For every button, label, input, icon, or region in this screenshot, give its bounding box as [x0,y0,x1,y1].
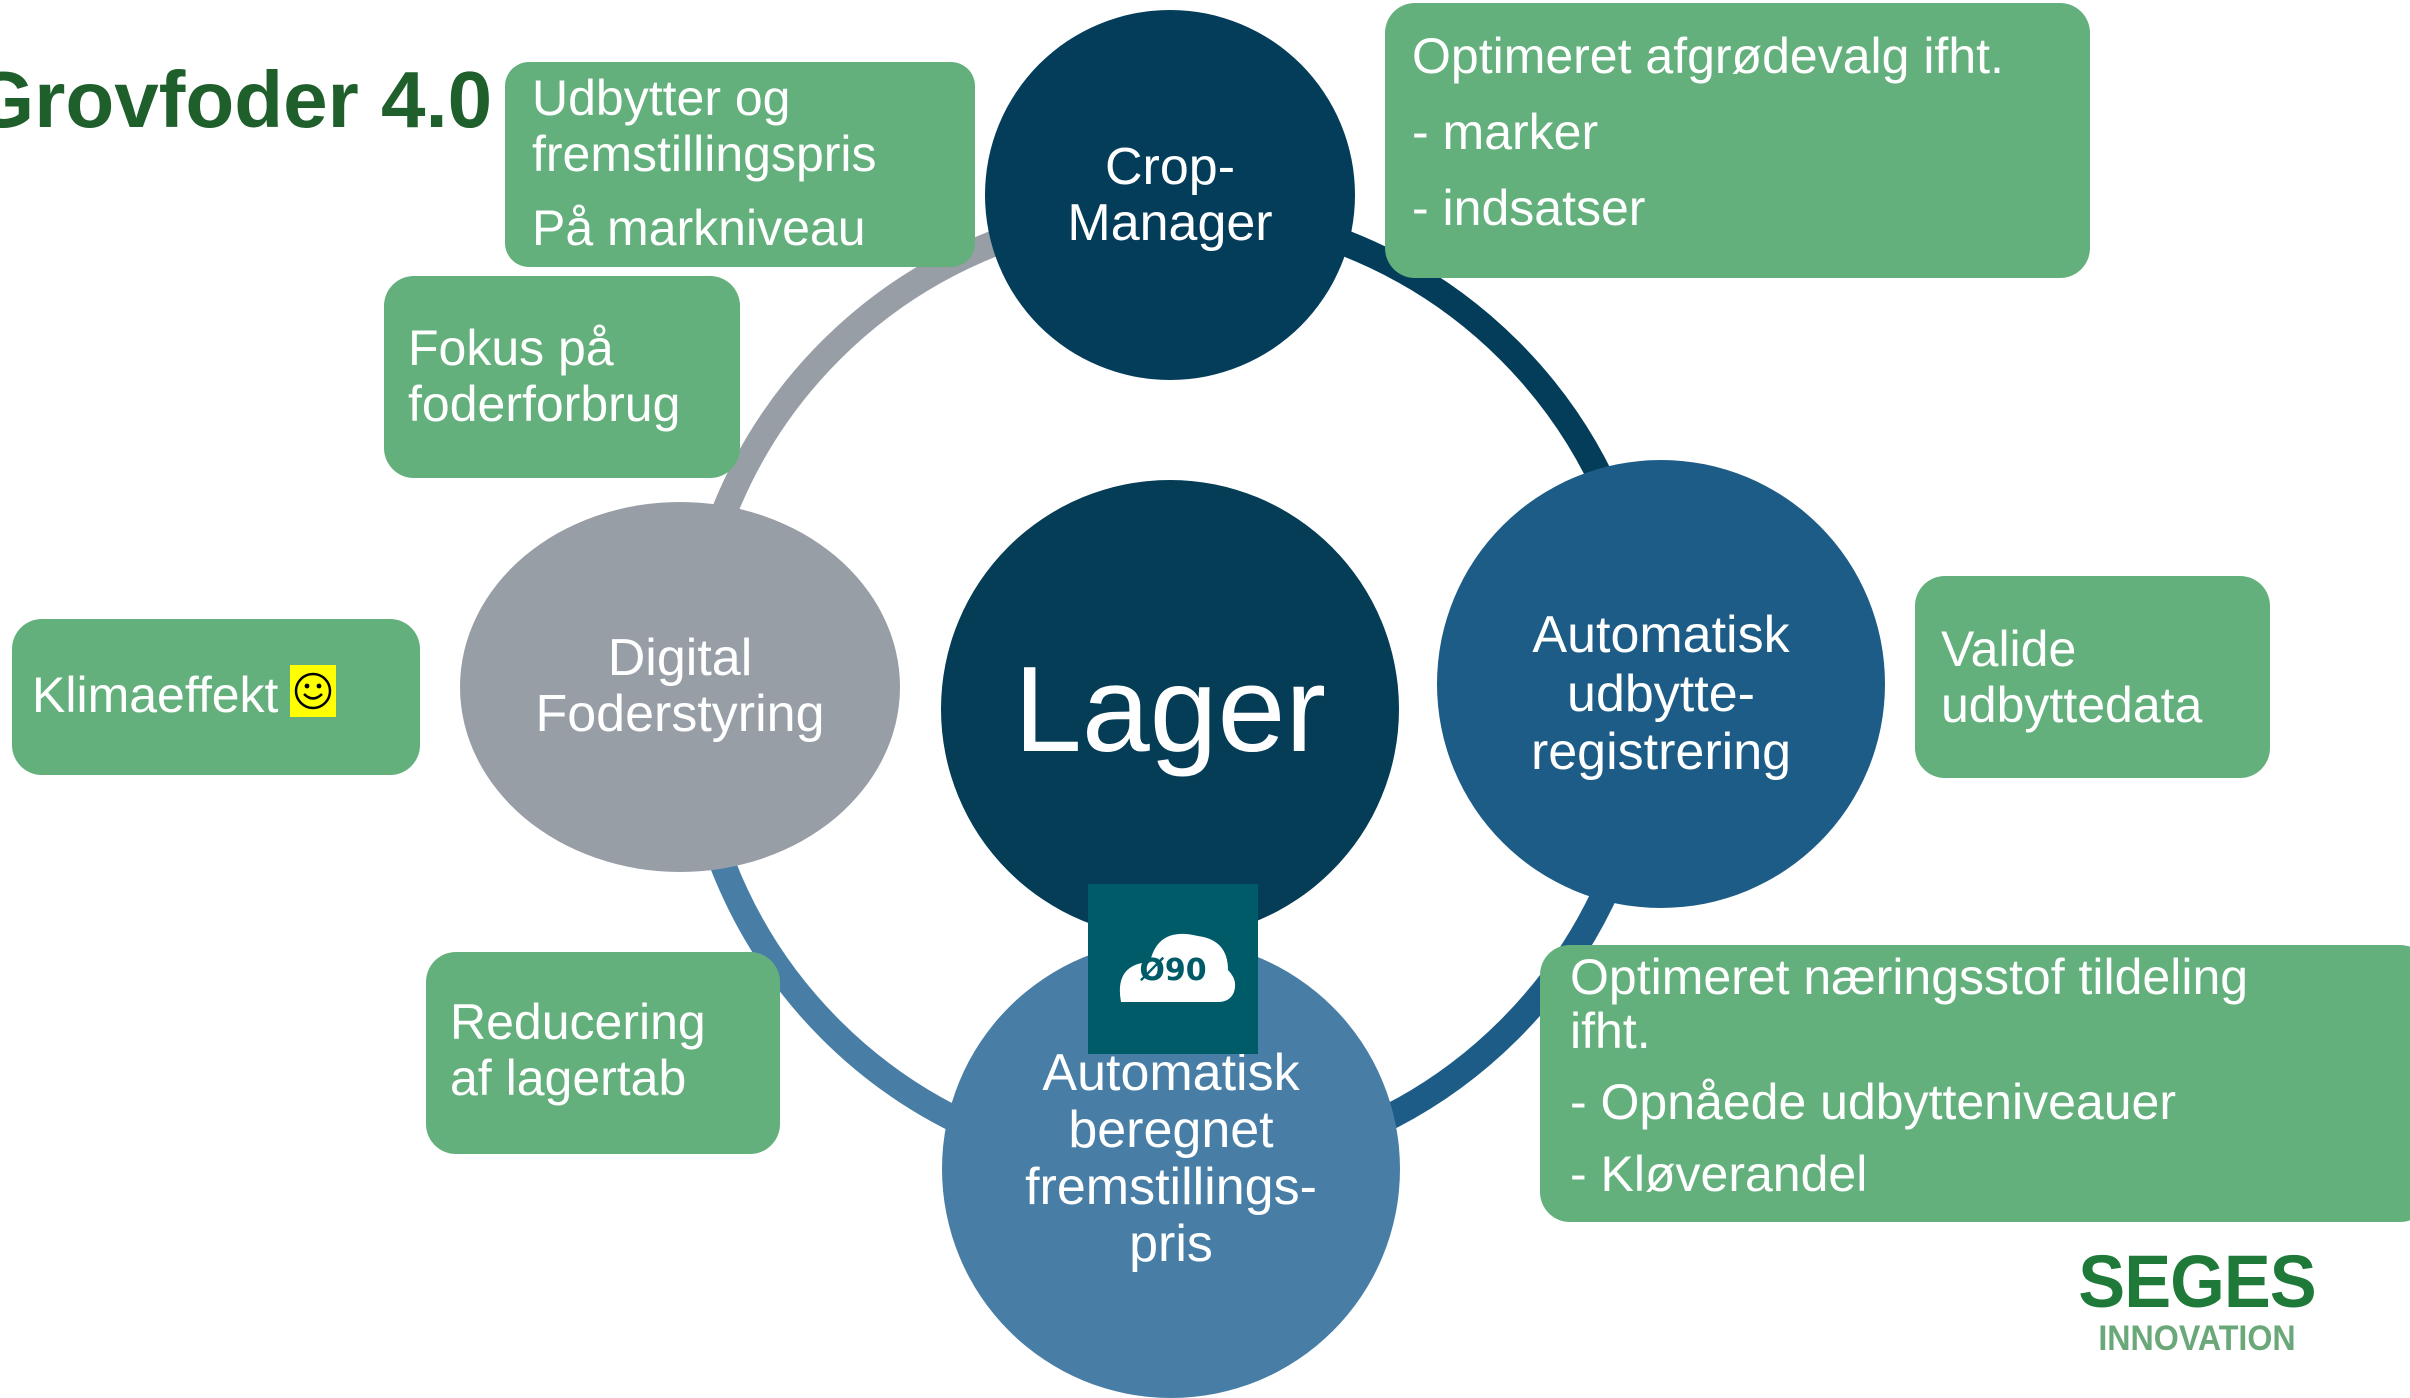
cloud-icon [1119,933,1236,1002]
callout-text: - Kløverandel [1570,1145,1868,1202]
callout-text: af lagertab [450,1050,687,1106]
callout-text: - indsatser [1412,180,1646,236]
node-digital-feeding: Digital Foderstyring [460,502,900,872]
callout-text: - Opnåede udbytteniveauer [1570,1074,2176,1130]
callout-text: udbyttedata [1941,677,2203,733]
cloud-badge-label: Ø90 [1139,953,1207,988]
node-text: Foderstyring [535,685,825,743]
node-crop-manager: Crop- Manager [985,10,1355,380]
callout-text: Valide [1941,621,2077,677]
callout-text: Klimaeffekt [32,667,279,723]
callout-text: - marker [1412,104,1599,160]
callout-text: På markniveau [532,200,866,256]
node-text: fremstillings- [1025,1158,1317,1216]
callout-text: Reducering [450,994,706,1050]
callout-text: Udbytter og [532,70,791,126]
node-text: Digital [607,629,753,688]
callout-text: Fokus på [408,320,614,376]
node-text: Automatisk [1532,605,1790,664]
callout-valid-data: Valide udbyttedata [1915,576,2270,778]
callout-yields-price: Udbytter og fremstillingspris På markniv… [505,62,975,267]
seges-logo: SEGES INNOVATION [2070,1240,2324,1358]
logo-subtitle: INNOVATION [2098,1319,2296,1358]
callout-nutrient-allocation: Optimeret næringsstof tildeling ifht. - … [1540,945,2410,1222]
callout-text: Optimeret afgrødevalg ifht. [1412,28,2004,84]
cloud-badge: Ø90 [1088,884,1258,1054]
node-text: Crop- [1104,137,1236,196]
callout-crop-choice: Optimeret afgrødevalg ifht. - marker - i… [1385,3,2090,278]
node-text: beregnet [1068,1100,1274,1159]
node-center-storage: Lager [941,480,1399,938]
smiley-icon [290,665,337,717]
center-label: Lager [1013,641,1327,777]
node-automatic-yield-registration: Automatisk udbytte- registrering [1437,460,1885,908]
callout-text: fremstillingspris [532,126,877,182]
callout-text: ifht. [1570,1002,1651,1059]
logo-name: SEGES [2078,1240,2316,1323]
callout-feed-consumption: Fokus på foderforbrug [384,276,740,478]
node-text: Manager [1067,194,1273,252]
node-text: registrering [1530,723,1792,782]
callout-storage-loss: Reducering af lagertab [426,952,780,1154]
callout-climate-effect: Klimaeffekt [12,619,420,775]
callout-text: Optimeret næringsstof tildeling [1570,949,2249,1005]
node-text: pris [1129,1215,1213,1274]
node-text: udbytte- [1567,664,1755,723]
callout-text: foderforbrug [408,376,681,432]
page-title: Grovfoder 4.0 [0,55,493,144]
